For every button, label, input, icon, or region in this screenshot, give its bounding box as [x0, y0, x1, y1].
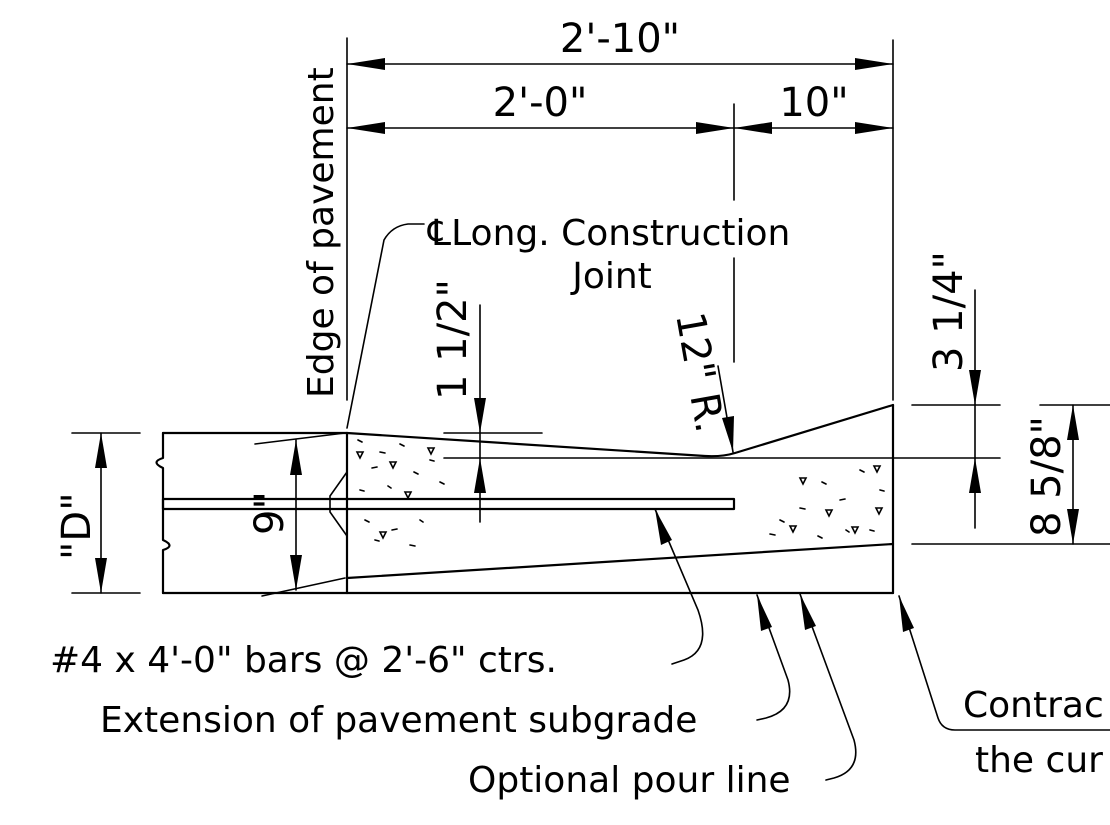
- pavement-depth-dimension: "D": [54, 432, 141, 594]
- pour-line-callout: Optional pour line: [468, 593, 857, 801]
- optional-pour-line: [345, 542, 895, 580]
- construction-joint-callout: ℄Long. Construction Joint: [346, 213, 790, 429]
- gutter-depth-dimension: 9": [247, 432, 346, 597]
- contraction-label-1: Contrac: [963, 685, 1104, 726]
- gutter-depth-label: 9": [247, 491, 293, 535]
- slab-curb-dimensions: 2'-0" 10": [346, 80, 894, 363]
- overall-width-dimension: 2'-10": [346, 16, 894, 401]
- edge-of-pavement-label: Edge of pavement: [301, 67, 342, 398]
- construction-joint-label-2: Joint: [570, 256, 652, 297]
- contraction-label-2: the cur: [975, 740, 1103, 781]
- curb-rise-label: 3 1/4": [926, 251, 972, 372]
- bars-label: #4 x 4'-0" bars @ 2'-6" ctrs.: [50, 640, 557, 681]
- curb-depth-label: 8 5/8": [1024, 416, 1070, 537]
- tie-bar: [161, 471, 736, 537]
- slab-width-label: 2'-0": [493, 80, 588, 126]
- lip-drop-label: 1 1/2": [430, 279, 476, 400]
- overall-width-label: 2'-10": [560, 16, 680, 62]
- subgrade-label: Extension of pavement subgrade: [100, 700, 697, 741]
- construction-joint-label-1: ℄Long. Construction: [427, 213, 790, 254]
- curb-depth-dimension: 8 5/8": [911, 404, 1110, 545]
- curb-rise-dimension: 3 1/4": [911, 251, 1001, 529]
- concrete-stipple: [355, 439, 885, 547]
- pour-line-label: Optional pour line: [468, 760, 791, 801]
- curb-gutter-outline: [345, 403, 895, 595]
- radius-label: 12" R.: [666, 309, 732, 436]
- bars-callout: #4 x 4'-0" bars @ 2'-6" ctrs.: [50, 508, 704, 681]
- subgrade-callout: Extension of pavement subgrade: [100, 594, 791, 741]
- pavement-depth-label: "D": [54, 492, 100, 560]
- curb-width-label: 10": [779, 80, 848, 126]
- radius-callout: 12" R.: [666, 309, 734, 453]
- lip-drop-dimension: 1 1/2": [430, 279, 1001, 523]
- contraction-joint-callout: Contrac the cur: [898, 595, 1110, 781]
